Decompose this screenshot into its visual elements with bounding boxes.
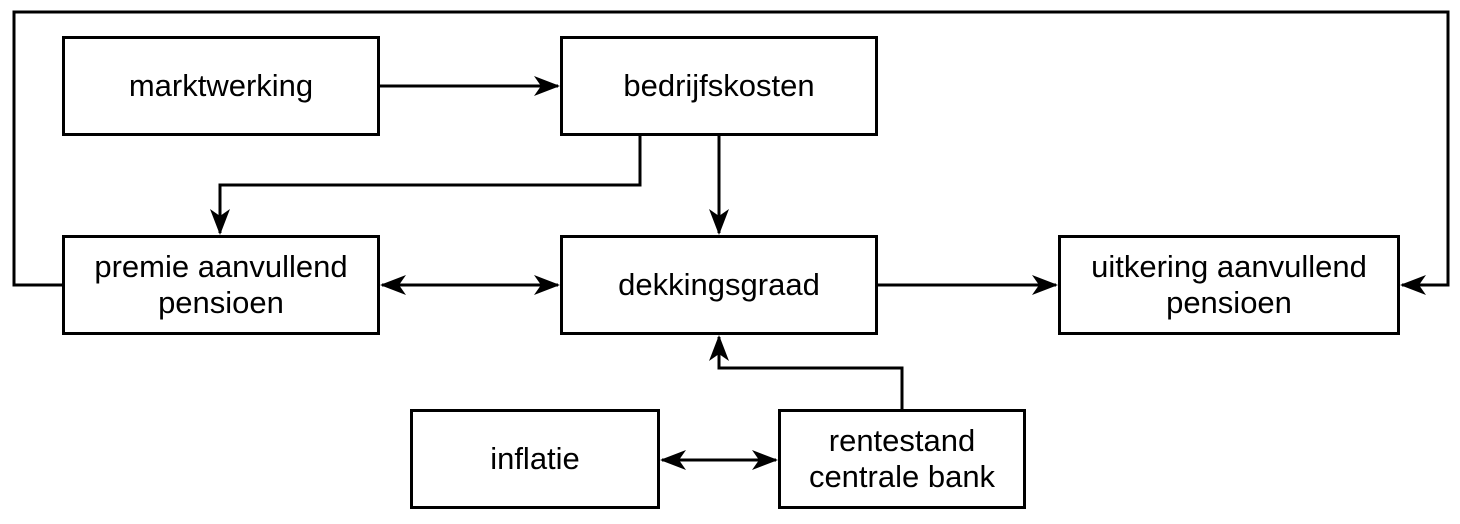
- node-premie-aanvullend-pensioen: premie aanvullend pensioen: [62, 235, 380, 335]
- node-rentestand-label-line1: rentestand: [828, 423, 976, 458]
- edge-premie-uitkering-loop: [12, 10, 1450, 295]
- node-premie-label-line2: pensioen: [158, 285, 284, 320]
- node-uitkering-label-line1: uitkering aanvullend: [1091, 249, 1367, 284]
- edge-rentestand-dekkingsgraad: [709, 335, 904, 409]
- node-dekkingsgraad: dekkingsgraad: [560, 235, 878, 335]
- node-inflatie-label: inflatie: [490, 441, 580, 476]
- node-bedrijfskosten: bedrijfskosten: [560, 36, 878, 136]
- node-rentestand-label-line2: centrale bank: [808, 459, 996, 494]
- node-premie-label-line1: premie aanvullend: [94, 249, 348, 284]
- node-marktwerking: marktwerking: [62, 36, 380, 136]
- node-marktwerking-label: marktwerking: [128, 68, 314, 103]
- node-bedrijfskosten-label: bedrijfskosten: [623, 68, 815, 103]
- edge-bedrijfskosten-premie: [210, 136, 642, 235]
- node-uitkering-aanvullend-pensioen: uitkering aanvullend pensioen: [1058, 235, 1400, 335]
- node-inflatie: inflatie: [410, 409, 660, 509]
- node-dekkingsgraad-label: dekkingsgraad: [618, 267, 820, 302]
- node-rentestand-centrale-bank: rentestand centrale bank: [778, 409, 1026, 509]
- node-uitkering-label-line2: pensioen: [1166, 285, 1292, 320]
